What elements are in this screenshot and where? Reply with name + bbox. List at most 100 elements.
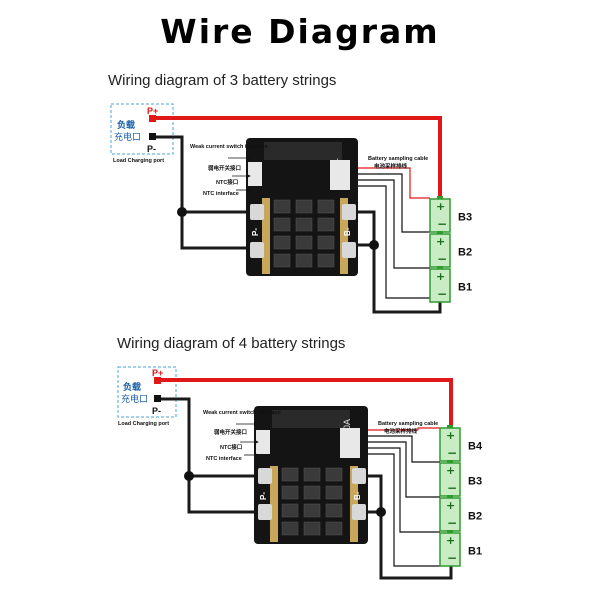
p-plus-terminal — [154, 377, 161, 384]
p-minus-label: P- — [152, 406, 161, 416]
junction-dot — [376, 507, 386, 517]
sampling-connector — [330, 160, 350, 190]
battery-cap — [437, 266, 443, 269]
mosfet-chip — [303, 467, 321, 482]
b-minus-terminal-bottom — [342, 242, 356, 258]
board-ic-area — [272, 410, 350, 428]
p-minus-wire — [161, 397, 262, 514]
p-minus-terminal — [154, 395, 161, 402]
junction-dot — [177, 207, 187, 217]
p-minus-busbar — [262, 198, 270, 274]
p-minus-terminal-top — [250, 204, 264, 220]
p-minus-terminal-bottom — [258, 504, 272, 520]
board-ic-area — [264, 142, 342, 160]
weak-cn-label: 弱电开关接口 — [208, 164, 241, 172]
sampling-wire — [362, 427, 440, 431]
sampling-cn-label: 电池采样排线 — [374, 162, 408, 170]
weak-switch-connector — [248, 162, 262, 186]
minus-sign: − — [447, 516, 457, 530]
p-minus-terminal-bottom — [250, 242, 264, 258]
mosfet-chip — [281, 521, 299, 536]
b-minus-terminal-bottom — [352, 504, 366, 520]
cell-label-b1: B1 — [468, 546, 482, 558]
plus-sign: + — [436, 200, 445, 213]
minus-sign: − — [447, 481, 457, 495]
p-minus-busbar — [270, 466, 278, 542]
cell-label-b3: B3 — [468, 476, 482, 488]
cell-label-b2: B2 — [468, 511, 482, 523]
cell-label-b2: B2 — [458, 247, 472, 259]
sampling-wire — [352, 173, 430, 233]
mosfet-chip — [325, 503, 343, 518]
board-b-minus-label: B- — [343, 227, 352, 236]
minus-sign: − — [437, 252, 447, 266]
plus-sign: + — [446, 464, 455, 477]
battery-stack: +−B4+−B3+−B2+−B1 — [439, 425, 483, 567]
sampling-connector — [340, 428, 360, 458]
sampling-wire — [362, 447, 440, 533]
diagram-1: P+ 负载 充电口 P- Load Charging port 1 — [110, 103, 472, 314]
p-plus-terminal — [149, 115, 156, 122]
port-cn-label: 充电口 — [121, 393, 148, 404]
sampling-cn-label: 电池采样排线 — [384, 427, 418, 435]
b-minus-terminal-top — [342, 204, 356, 220]
p-minus-wire — [156, 135, 258, 250]
diagram-2-heading: Wiring diagram of 4 battery strings — [117, 335, 346, 352]
mosfet-chip — [303, 503, 321, 518]
page-title: Wire Diagram — [160, 12, 440, 51]
b-minus-wire — [362, 474, 453, 580]
mosfet-chip — [273, 217, 291, 232]
mosfet-chip — [317, 199, 335, 214]
mosfet-chip — [281, 467, 299, 482]
mosfet-chip — [281, 503, 299, 518]
minus-sign: − — [437, 217, 447, 231]
sampling-label: Battery sampling cable — [368, 156, 428, 162]
ntc-label: NTC interface — [206, 456, 242, 462]
mosfet-chip — [317, 217, 335, 232]
diagram-1-heading: Wiring diagram of 3 battery strings — [108, 72, 337, 89]
mosfet-grid — [273, 199, 335, 268]
mosfet-chip — [273, 235, 291, 250]
mosfet-chip — [317, 253, 335, 268]
minus-sign: − — [437, 287, 447, 301]
sampling-wire — [352, 167, 430, 199]
mosfet-grid — [281, 467, 343, 536]
p-minus-terminal — [149, 133, 156, 140]
junction-dot — [369, 240, 379, 250]
weak-switch-connector — [256, 430, 270, 454]
junction-dot — [184, 471, 194, 481]
p-plus-label: P+ — [147, 106, 158, 116]
plus-sign: + — [446, 534, 455, 547]
minus-sign: − — [447, 446, 457, 460]
board-p-minus-label: P- — [259, 492, 268, 500]
load-cn-label: 负载 — [123, 381, 141, 392]
p-minus-terminal-top — [258, 468, 272, 484]
mosfet-chip — [295, 253, 313, 268]
weak-current-label: Weak current switch interface — [190, 144, 268, 150]
sampling-wire — [362, 453, 440, 567]
mosfet-chip — [325, 467, 343, 482]
b-minus-terminal-top — [352, 468, 366, 484]
diagram-2: P+ 负载 充电口 P- Load Charging port 120A P- … — [117, 366, 483, 580]
red-positive-wire — [161, 378, 453, 428]
plus-sign: + — [436, 235, 445, 248]
load-caption: Load Charging port — [118, 421, 169, 427]
cell-label-b3: B3 — [458, 212, 472, 224]
cell-label-b4: B4 — [468, 441, 483, 453]
sampling-wire — [362, 435, 440, 463]
ntc-cn-label: NTC接口 — [220, 443, 242, 451]
minus-sign: − — [447, 551, 457, 565]
ntc-cn-label: NTC接口 — [216, 178, 238, 186]
b-minus-busbar — [340, 198, 348, 274]
board-p-minus-label: P- — [251, 228, 260, 236]
mosfet-chip — [295, 199, 313, 214]
sampling-wire — [352, 179, 430, 269]
mosfet-chip — [273, 199, 291, 214]
load-cn-label: 负载 — [117, 119, 135, 130]
mosfet-chip — [281, 485, 299, 500]
p-minus-label: P- — [147, 144, 156, 154]
weak-cn-label: 弱电开关接口 — [214, 428, 247, 436]
mosfet-chip — [325, 521, 343, 536]
plus-sign: + — [436, 270, 445, 283]
